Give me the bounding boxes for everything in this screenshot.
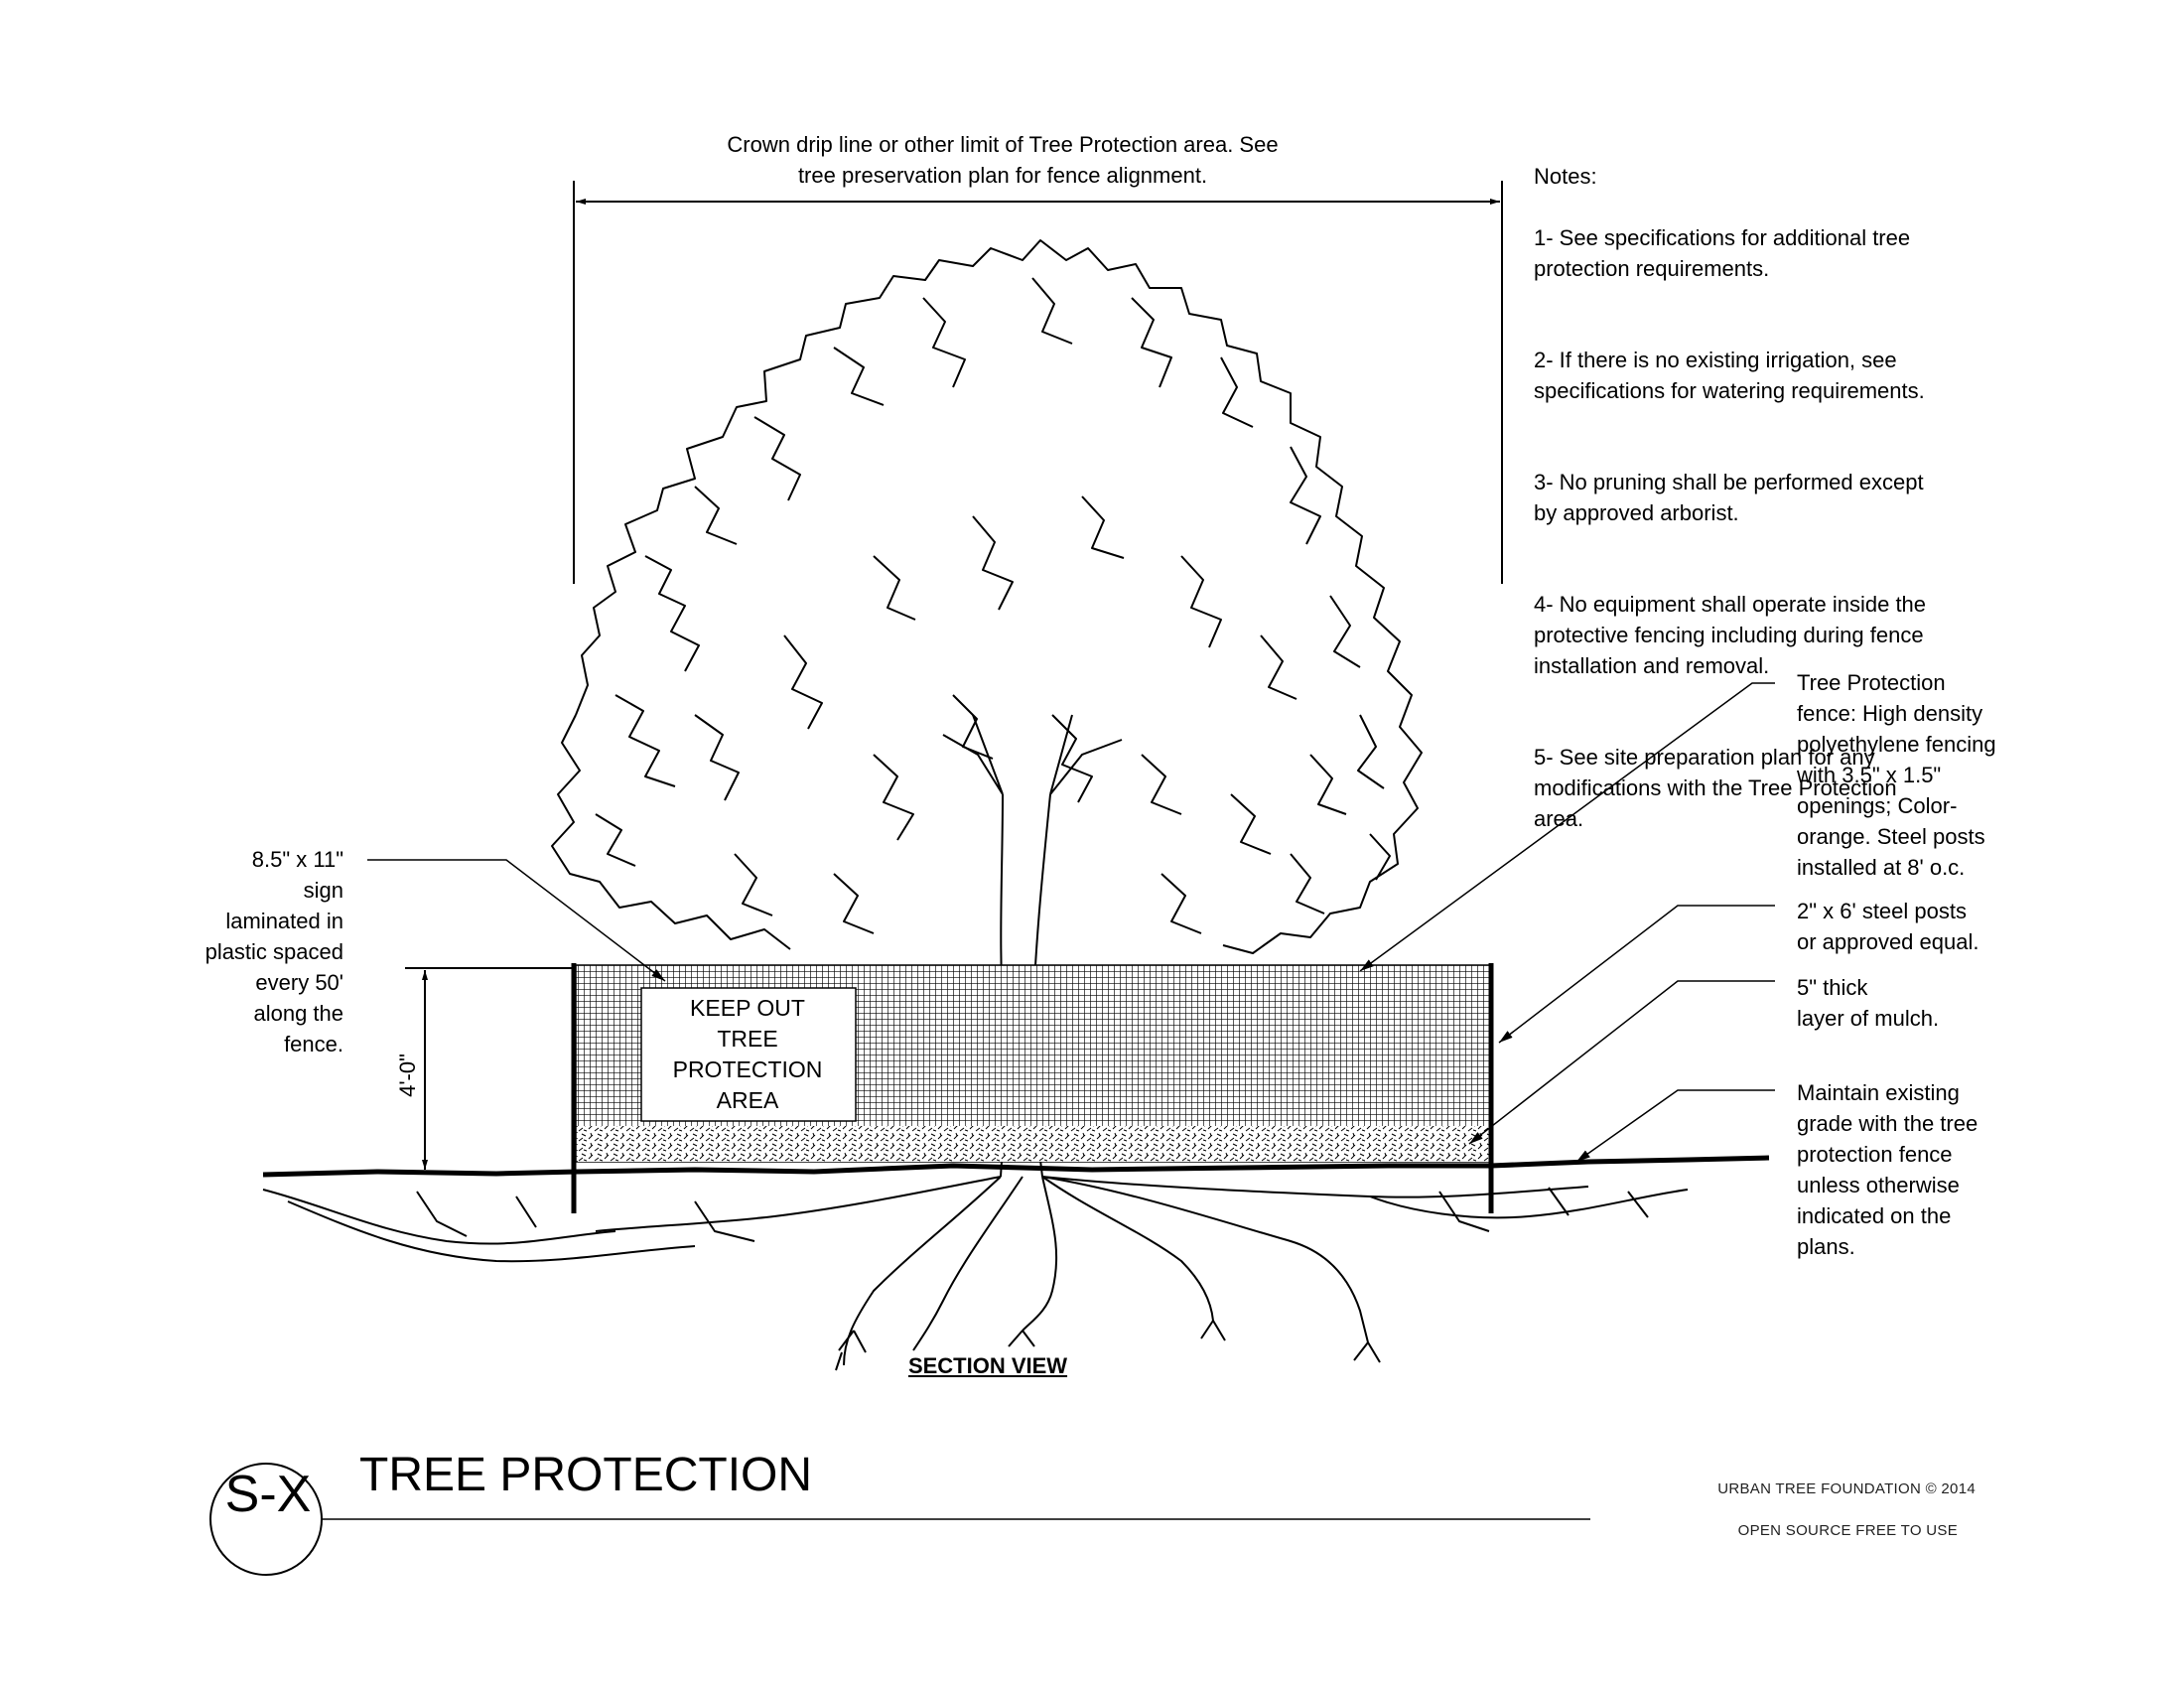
note-item: 2- If there is no existing irrigation, s… bbox=[1534, 348, 1925, 403]
leader-lines bbox=[367, 682, 1775, 1163]
steel-posts-callout: 2" x 6' steel posts or approved equal. bbox=[1797, 899, 1979, 954]
mulch-callout: 5" thick layer of mulch. bbox=[1797, 975, 1940, 1031]
sign-board bbox=[640, 987, 857, 1122]
drawing-title: TREE PROTECTION bbox=[359, 1449, 813, 1501]
note-item: 5- See site preparation plan for any mod… bbox=[1534, 745, 1897, 831]
note-item: 1- See specifications for additional tre… bbox=[1534, 225, 1911, 281]
height-dimension bbox=[405, 967, 574, 1173]
tree-canopy bbox=[551, 239, 1423, 954]
ground-line bbox=[262, 1155, 1770, 1178]
sign-text: KEEP OUT TREE PROTECTION AREA bbox=[672, 995, 823, 1113]
notes-block: Notes: 1- See specifications for additio… bbox=[1534, 130, 2050, 865]
credit-line: OPEN SOURCE FREE TO USE bbox=[1737, 1522, 1958, 1539]
mulch-layer bbox=[578, 1126, 1489, 1162]
detail-id-badge: S-X bbox=[224, 1466, 312, 1523]
section-view-label: SECTION VIEW bbox=[907, 1353, 1068, 1378]
note-item: 3- No pruning shall be performed except … bbox=[1534, 470, 1924, 525]
credit-block: URBAN TREE FOUNDATION © 2014 OPEN SOURCE… bbox=[1608, 1458, 1976, 1562]
sign-callout: 8.5" x 11" sign laminated in plastic spa… bbox=[205, 847, 343, 1056]
note-item: 4- No equipment shall operate inside the… bbox=[1534, 592, 1927, 678]
notes-heading: Notes: bbox=[1534, 164, 1597, 189]
crown-drip-line-label: Crown drip line or other limit of Tree P… bbox=[727, 132, 1279, 188]
title-block bbox=[209, 1463, 1590, 1576]
fence-callout: Tree Protection fence: High density poly… bbox=[1797, 670, 1996, 880]
root-system bbox=[262, 1176, 1689, 1371]
grade-callout: Maintain existing grade with the tree pr… bbox=[1797, 1080, 1979, 1259]
crown-dimension bbox=[573, 181, 1503, 584]
credit-line: URBAN TREE FOUNDATION © 2014 bbox=[1717, 1480, 1976, 1497]
height-dimension-label: 4'-0" bbox=[395, 1054, 420, 1097]
